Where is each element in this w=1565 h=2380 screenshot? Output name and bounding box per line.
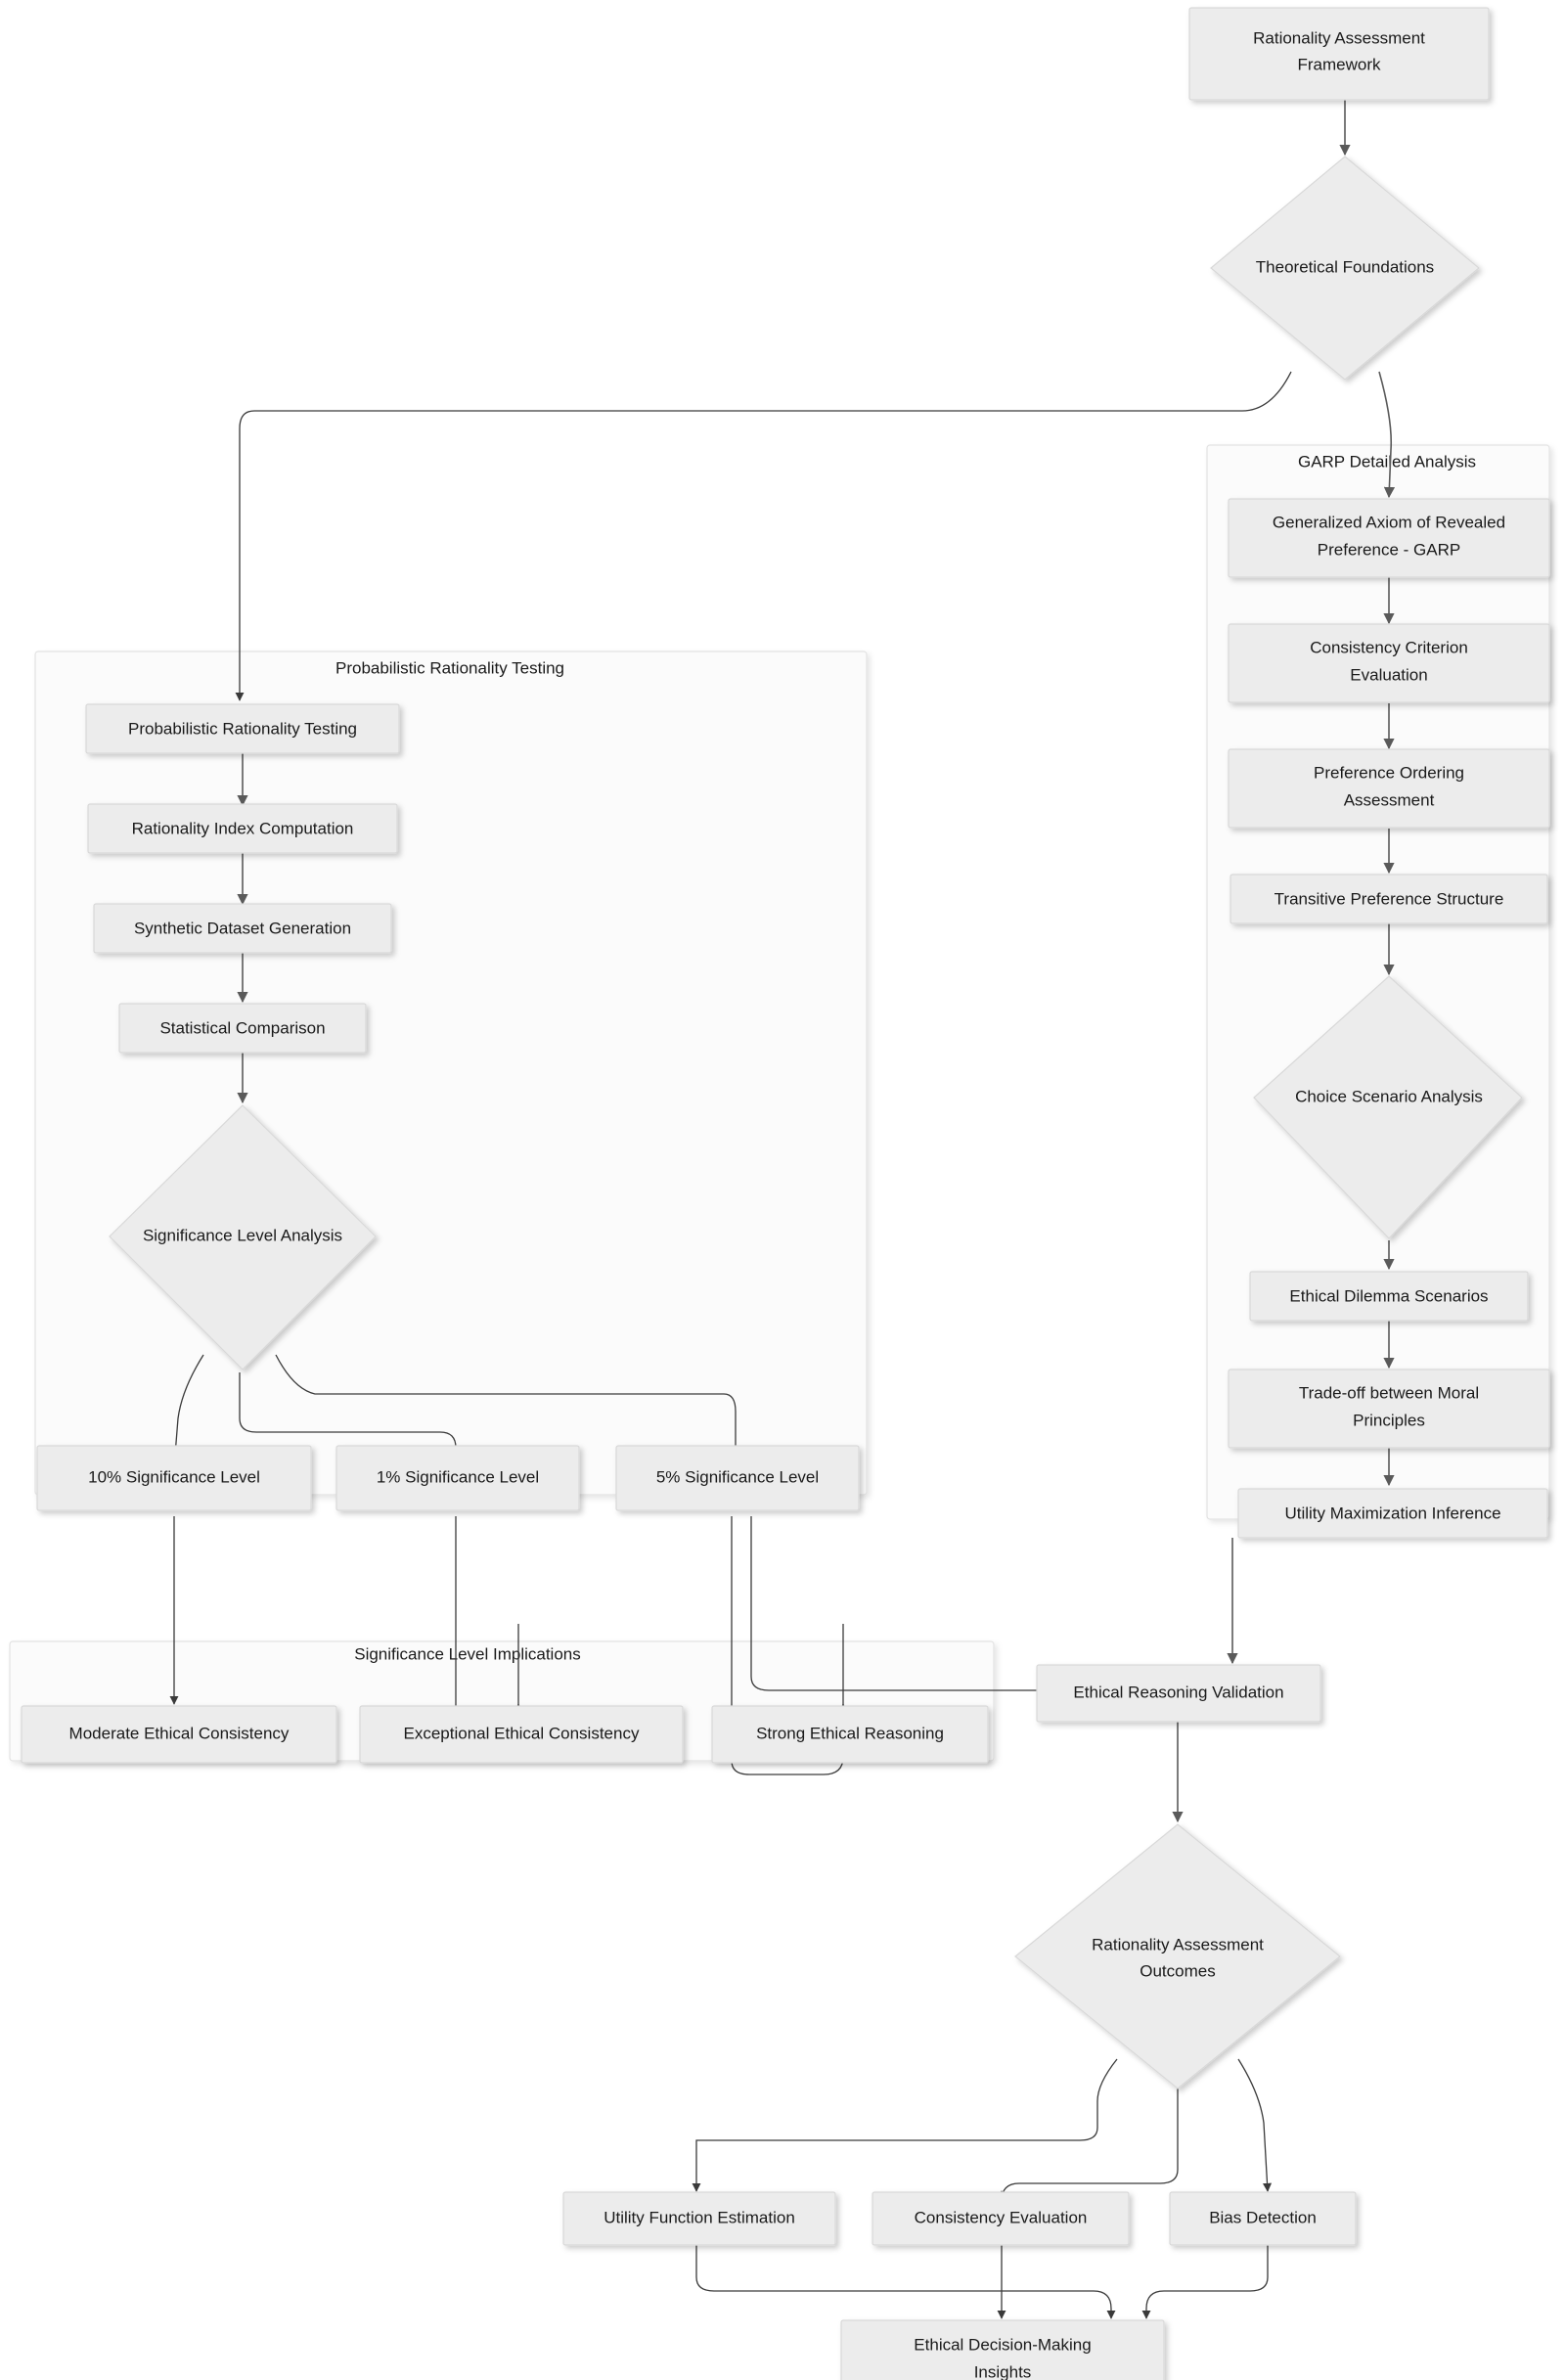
- node-label-preference-ordering-line1: Preference Ordering: [1314, 763, 1464, 782]
- node-label-outcomes-line1: Rationality Assessment: [1092, 1935, 1264, 1953]
- node-strong-ethical-reasoning[interactable]: Strong Ethical Reasoning: [711, 1705, 989, 1764]
- node-synthetic-dataset-generation[interactable]: Synthetic Dataset Generation: [93, 903, 392, 954]
- node-label-choice-scenario: Choice Scenario Analysis: [1295, 1087, 1483, 1105]
- node-label-consistency-criterion-line2: Evaluation: [1350, 665, 1427, 684]
- node-label-sig-5: 5% Significance Level: [656, 1467, 819, 1486]
- edge-outcomes-to-utility-function: [692, 2058, 1118, 2192]
- node-consistency-evaluation[interactable]: Consistency Evaluation: [872, 2191, 1130, 2246]
- cluster-label-implications: Significance Level Implications: [354, 1644, 581, 1663]
- node-significance-level-analysis[interactable]: Significance Level Analysis: [109, 1104, 377, 1370]
- node-rationality-assessment-framework[interactable]: Rationality Assessment Framework Rationa…: [1188, 7, 1490, 101]
- node-10-percent-significance-level[interactable]: 10% Significance Level: [36, 1445, 312, 1511]
- edge-theoretical-to-prob-testing: [235, 371, 1292, 701]
- node-label-sig-10: 10% Significance Level: [88, 1467, 260, 1486]
- node-label-tradeoff-line2: Principles: [1353, 1411, 1425, 1429]
- node-5-percent-significance-level[interactable]: 5% Significance Level: [615, 1445, 860, 1511]
- node-ethical-dilemma-scenarios[interactable]: Ethical Dilemma Scenarios: [1249, 1271, 1529, 1322]
- cluster-probabilistic-rationality-testing: Probabilistic Rationality Testing: [34, 651, 868, 1496]
- edge-significance-to-10: [170, 1354, 204, 1468]
- edge-5-to-strong: [731, 1516, 848, 1775]
- node-tradeoff-between-moral-principles[interactable]: Trade-off between Moral Principles: [1228, 1369, 1550, 1449]
- node-moderate-ethical-consistency[interactable]: Moderate Ethical Consistency: [21, 1705, 337, 1764]
- node-label-root-line2: Framework: [1297, 55, 1381, 73]
- edge-outcomes-to-bias: [1237, 2058, 1273, 2192]
- node-label-insights-line1: Ethical Decision-Making: [914, 2335, 1091, 2354]
- node-utility-function-estimation[interactable]: Utility Function Estimation: [562, 2191, 836, 2246]
- node-label-synthetic-dataset: Synthetic Dataset Generation: [134, 919, 351, 937]
- node-rationality-index-computation[interactable]: Rationality Index Computation: [87, 803, 398, 854]
- edge-theoretical-to-garp: [1378, 371, 1396, 499]
- node-label-exceptional-consistency: Exceptional Ethical Consistency: [404, 1724, 640, 1742]
- node-label-garp-line1: Generalized Axiom of Revealed: [1273, 513, 1505, 531]
- cluster-label-probabilistic: Probabilistic Rationality Testing: [335, 658, 564, 677]
- node-1-percent-significance-level[interactable]: 1% Significance Level: [335, 1445, 580, 1511]
- edge-utility-function-to-insights: [695, 2245, 1116, 2319]
- node-ethical-decision-making-insights[interactable]: Ethical Decision-Making Insights: [840, 2319, 1165, 2380]
- node-exceptional-ethical-consistency[interactable]: Exceptional Ethical Consistency: [359, 1705, 684, 1764]
- node-label-bias-detection: Bias Detection: [1209, 2208, 1317, 2226]
- node-label-statistical-comparison: Statistical Comparison: [159, 1018, 325, 1037]
- node-label-tradeoff-line1: Trade-off between Moral: [1299, 1383, 1479, 1402]
- node-label-significance-analysis: Significance Level Analysis: [143, 1226, 342, 1244]
- node-label-insights-line2: Insights: [974, 2362, 1032, 2380]
- node-label-root-line1: Rationality Assessment: [1253, 28, 1425, 47]
- cluster-label-garp: GARP Detailed Analysis: [1298, 452, 1476, 471]
- node-label-utility-function: Utility Function Estimation: [604, 2208, 795, 2226]
- node-label-ethical-validation: Ethical Reasoning Validation: [1073, 1683, 1283, 1701]
- node-label-ethical-dilemma: Ethical Dilemma Scenarios: [1289, 1286, 1488, 1305]
- node-ethical-reasoning-validation[interactable]: Ethical Reasoning Validation: [1036, 1664, 1321, 1723]
- node-choice-scenario-analysis[interactable]: Choice Scenario Analysis: [1253, 975, 1523, 1239]
- node-consistency-criterion-evaluation[interactable]: Consistency Criterion Evaluation: [1228, 623, 1550, 703]
- node-generalized-axiom-revealed-preference-garp[interactable]: Generalized Axiom of Revealed Preference…: [1228, 498, 1550, 578]
- node-label-consistency-criterion-line1: Consistency Criterion: [1310, 638, 1468, 656]
- node-label-preference-ordering-line2: Assessment: [1344, 790, 1435, 809]
- edge-bias-to-insights: [1141, 2245, 1269, 2319]
- node-label-theoretical-foundations: Theoretical Foundations: [1256, 257, 1434, 276]
- node-label-garp-line2: Preference - GARP: [1318, 540, 1460, 559]
- node-label-prob-testing: Probabilistic Rationality Testing: [128, 719, 357, 738]
- node-label-moderate-consistency: Moderate Ethical Consistency: [69, 1724, 290, 1742]
- node-label-utility-maximization: Utility Maximization Inference: [1284, 1504, 1500, 1522]
- edge-outcomes-to-consistency-eval: [997, 2084, 1179, 2202]
- node-label-consistency-evaluation: Consistency Evaluation: [915, 2208, 1088, 2226]
- node-utility-maximization-inference[interactable]: Utility Maximization Inference: [1237, 1488, 1548, 1539]
- node-rationality-assessment-outcomes[interactable]: Rationality Assessment Outcomes: [1014, 1823, 1341, 2089]
- node-label-rationality-index: Rationality Index Computation: [132, 819, 354, 837]
- edge-significance-to-1: [239, 1372, 461, 1468]
- node-bias-detection[interactable]: Bias Detection: [1169, 2191, 1357, 2246]
- node-probabilistic-rationality-testing[interactable]: Probabilistic Rationality Testing: [85, 703, 400, 754]
- node-transitive-preference-structure[interactable]: Transitive Preference Structure: [1230, 874, 1548, 924]
- edge-significance-to-5: [275, 1354, 740, 1468]
- node-label-sig-1: 1% Significance Level: [377, 1467, 539, 1486]
- node-statistical-comparison[interactable]: Statistical Comparison: [118, 1003, 367, 1054]
- node-label-strong-reasoning: Strong Ethical Reasoning: [756, 1724, 944, 1742]
- cluster-garp-detailed-analysis: GARP Detailed Analysis: [1206, 444, 1550, 1520]
- node-label-outcomes-line2: Outcomes: [1140, 1961, 1215, 1980]
- node-theoretical-foundations[interactable]: Theoretical Foundations: [1210, 156, 1480, 381]
- node-preference-ordering-assessment[interactable]: Preference Ordering Assessment: [1228, 748, 1550, 829]
- node-label-transitive-preference: Transitive Preference Structure: [1274, 889, 1504, 908]
